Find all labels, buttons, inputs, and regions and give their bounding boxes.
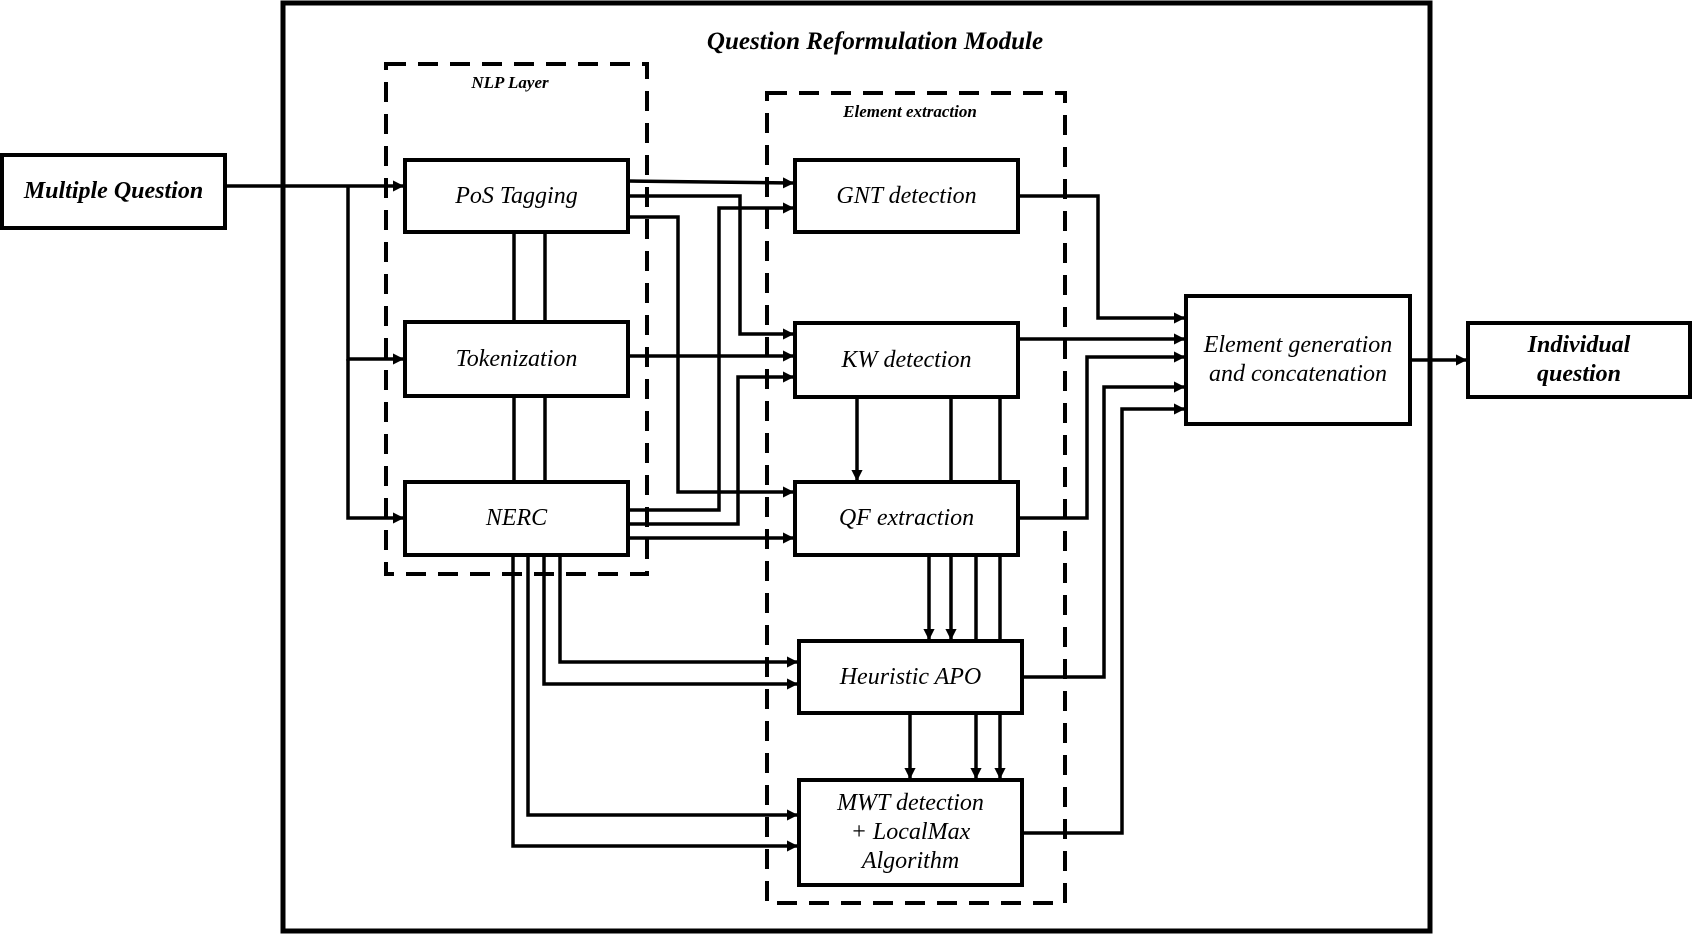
- box-output: [1466, 321, 1692, 399]
- node-nerc[interactable]: NERC: [485, 505, 548, 532]
- wire-input-nerc: [346, 359, 405, 524]
- box-kw: [793, 321, 1020, 399]
- wire-input-tok: [346, 186, 405, 365]
- wire-mwt-eg: [1022, 403, 1186, 835]
- node-qf-extraction[interactable]: QF extraction: [838, 505, 975, 532]
- wire-nerc-mwt-a: [526, 555, 799, 821]
- node-pos-tagging[interactable]: PoS Tagging: [455, 182, 578, 209]
- wire-pos-kw: [628, 194, 795, 340]
- wire-gnt-eg: [1018, 194, 1186, 324]
- node-element-generation[interactable]: Element generation and concatenation: [1188, 298, 1408, 422]
- element-extraction-title: Element extraction: [843, 101, 977, 121]
- box-nerc: [403, 480, 630, 557]
- wire-qf-eg: [1018, 351, 1186, 520]
- wire-nerc-hapo-a: [558, 555, 799, 668]
- node-eg-line-1: Element generation: [1203, 332, 1393, 359]
- box-hapo: [797, 639, 1024, 715]
- box-input: [0, 153, 227, 230]
- node-kw-detection[interactable]: KW detection: [841, 346, 972, 373]
- node-multiple-question[interactable]: Multiple Question: [23, 178, 204, 205]
- node-output-line-1: Individual: [1527, 332, 1631, 359]
- wire-hapo-eg: [1022, 381, 1186, 679]
- node-mwt-detection[interactable]: MWT detection + LocalMax Algorithm: [801, 782, 1020, 883]
- wire-pos-gnt: [627, 177, 795, 189]
- node-mwt-line-1: MWT detection: [837, 790, 984, 817]
- box-qf: [793, 480, 1020, 557]
- node-tokenization[interactable]: Tokenization: [455, 345, 578, 372]
- box-eg: [1184, 294, 1412, 426]
- nlp-layer-title: NLP Layer: [471, 72, 549, 92]
- module-frame: [280, 0, 1433, 934]
- nlp-layer-group: [384, 62, 649, 576]
- module-title: Question Reformulation Module: [706, 28, 1044, 55]
- node-output-line-2: question: [1536, 361, 1622, 387]
- node-eg-line-2: and concatenation: [1209, 361, 1387, 387]
- box-gnt: [793, 158, 1020, 234]
- node-individual-question[interactable]: Individual question: [1470, 325, 1688, 395]
- node-mwt-line-2: + LocalMax: [850, 819, 971, 846]
- element-extraction-group: [765, 91, 1067, 905]
- wire-nerc-gnt: [628, 202, 795, 512]
- box-tok: [403, 320, 630, 398]
- wire-nerc-hapo-b: [542, 555, 799, 690]
- box-mwt: [797, 778, 1024, 887]
- box-pos: [403, 158, 630, 234]
- node-gnt-detection[interactable]: GNT detection: [836, 182, 977, 209]
- wire-nerc-kw: [628, 371, 795, 526]
- node-mwt-line-3: Algorithm: [861, 847, 960, 874]
- wire-nerc-mwt-b: [511, 555, 799, 852]
- node-heuristic-apo[interactable]: Heuristic APO: [839, 663, 982, 690]
